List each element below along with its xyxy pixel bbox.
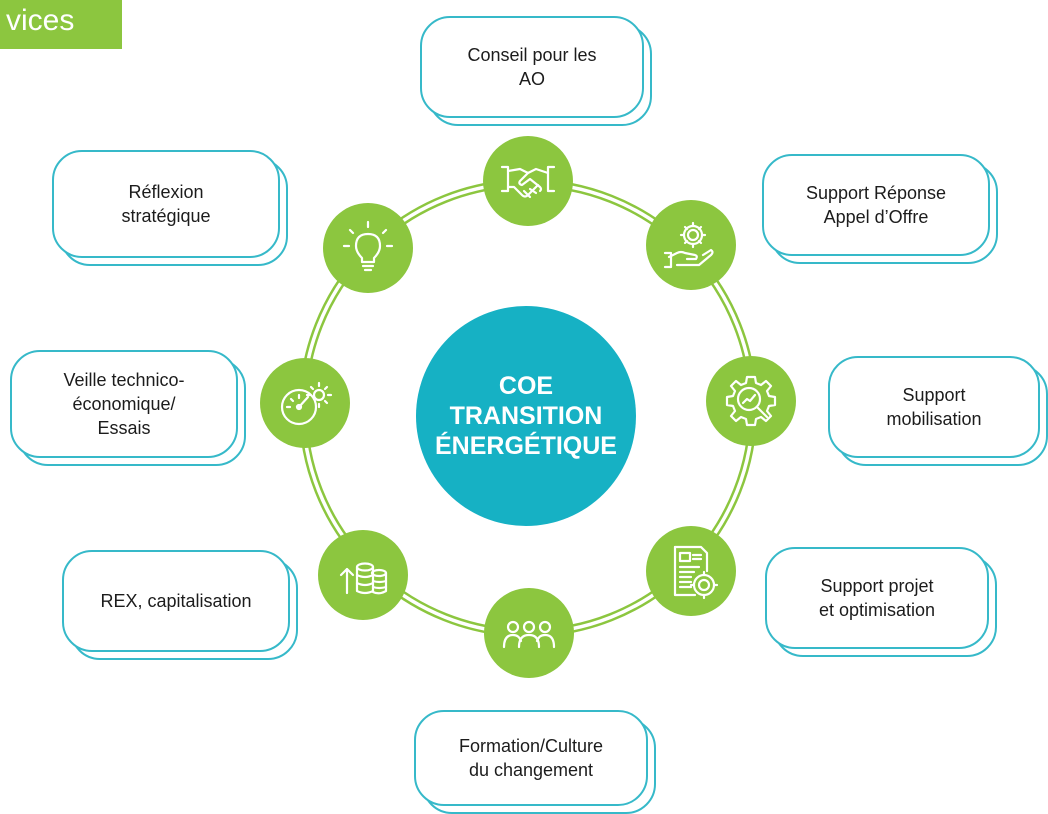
handshake-icon: [483, 136, 573, 226]
card-label: Formation/Culture du changement: [414, 710, 648, 806]
card-label: Conseil pour les AO: [420, 16, 644, 118]
section-title-text: vices: [6, 4, 75, 37]
card-formation-culture: Formation/Culture du changement: [414, 710, 656, 814]
section-title-tab: vices: [0, 0, 122, 49]
team-icon: [484, 588, 574, 678]
coins-growth-icon: [318, 530, 408, 620]
card-label: Support Réponse Appel d’Offre: [762, 154, 990, 256]
card-label: REX, capitalisation: [62, 550, 290, 652]
card-rex-capitalisation: REX, capitalisation: [62, 550, 298, 660]
center-circle: COE TRANSITION ÉNERGÉTIQUE: [416, 306, 636, 526]
card-veille-technico: Veille technico- économique/ Essais: [10, 350, 246, 466]
card-reflexion-strategique: Réflexion stratégique: [52, 150, 288, 266]
card-conseil-ao: Conseil pour les AO: [420, 16, 652, 126]
document-gear-icon: [646, 526, 736, 616]
card-label: Réflexion stratégique: [52, 150, 280, 258]
card-support-appel-offre: Support Réponse Appel d’Offre: [762, 154, 998, 264]
card-label: Veille technico- économique/ Essais: [10, 350, 238, 458]
lightbulb-icon: [323, 203, 413, 293]
speedometer-gear-icon: [260, 358, 350, 448]
card-support-projet: Support projet et optimisation: [765, 547, 997, 657]
card-label: Support projet et optimisation: [765, 547, 989, 649]
card-support-mobilisation: Support mobilisation: [828, 356, 1048, 466]
hand-gear-icon: [646, 200, 736, 290]
gear-chart-search-icon: [706, 356, 796, 446]
center-title: COE TRANSITION ÉNERGÉTIQUE: [435, 372, 617, 460]
card-label: Support mobilisation: [828, 356, 1040, 458]
